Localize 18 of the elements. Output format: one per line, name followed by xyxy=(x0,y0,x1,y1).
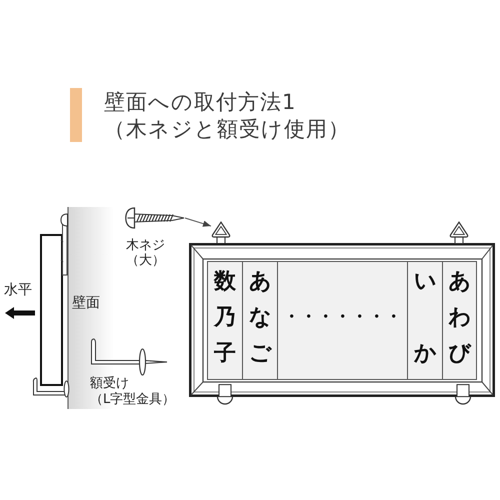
screw-icon xyxy=(125,207,185,229)
name-plate xyxy=(207,261,243,380)
plate-text: あなご xyxy=(249,268,271,368)
wall-label: 壁面 xyxy=(72,295,101,312)
name-plate xyxy=(277,261,408,380)
name-plate xyxy=(242,261,278,380)
name-plate xyxy=(442,261,477,380)
picture-frame xyxy=(189,243,495,397)
plate-text: いか xyxy=(414,268,436,368)
direction-label: 水平 xyxy=(4,282,33,299)
plate-text: 数乃子 xyxy=(214,268,236,368)
diagram-title: 壁面への取付方法1（木ネジと額受け使用） xyxy=(104,89,351,143)
name-plate xyxy=(407,261,443,380)
part-label: 木ネジ（大） xyxy=(126,238,166,268)
plate-text: あわび xyxy=(448,268,470,368)
part-label: 額受け（L字型金具） xyxy=(90,376,176,408)
plate-text: ・・・・・・・ xyxy=(282,306,403,328)
leader-arrow xyxy=(184,218,212,227)
